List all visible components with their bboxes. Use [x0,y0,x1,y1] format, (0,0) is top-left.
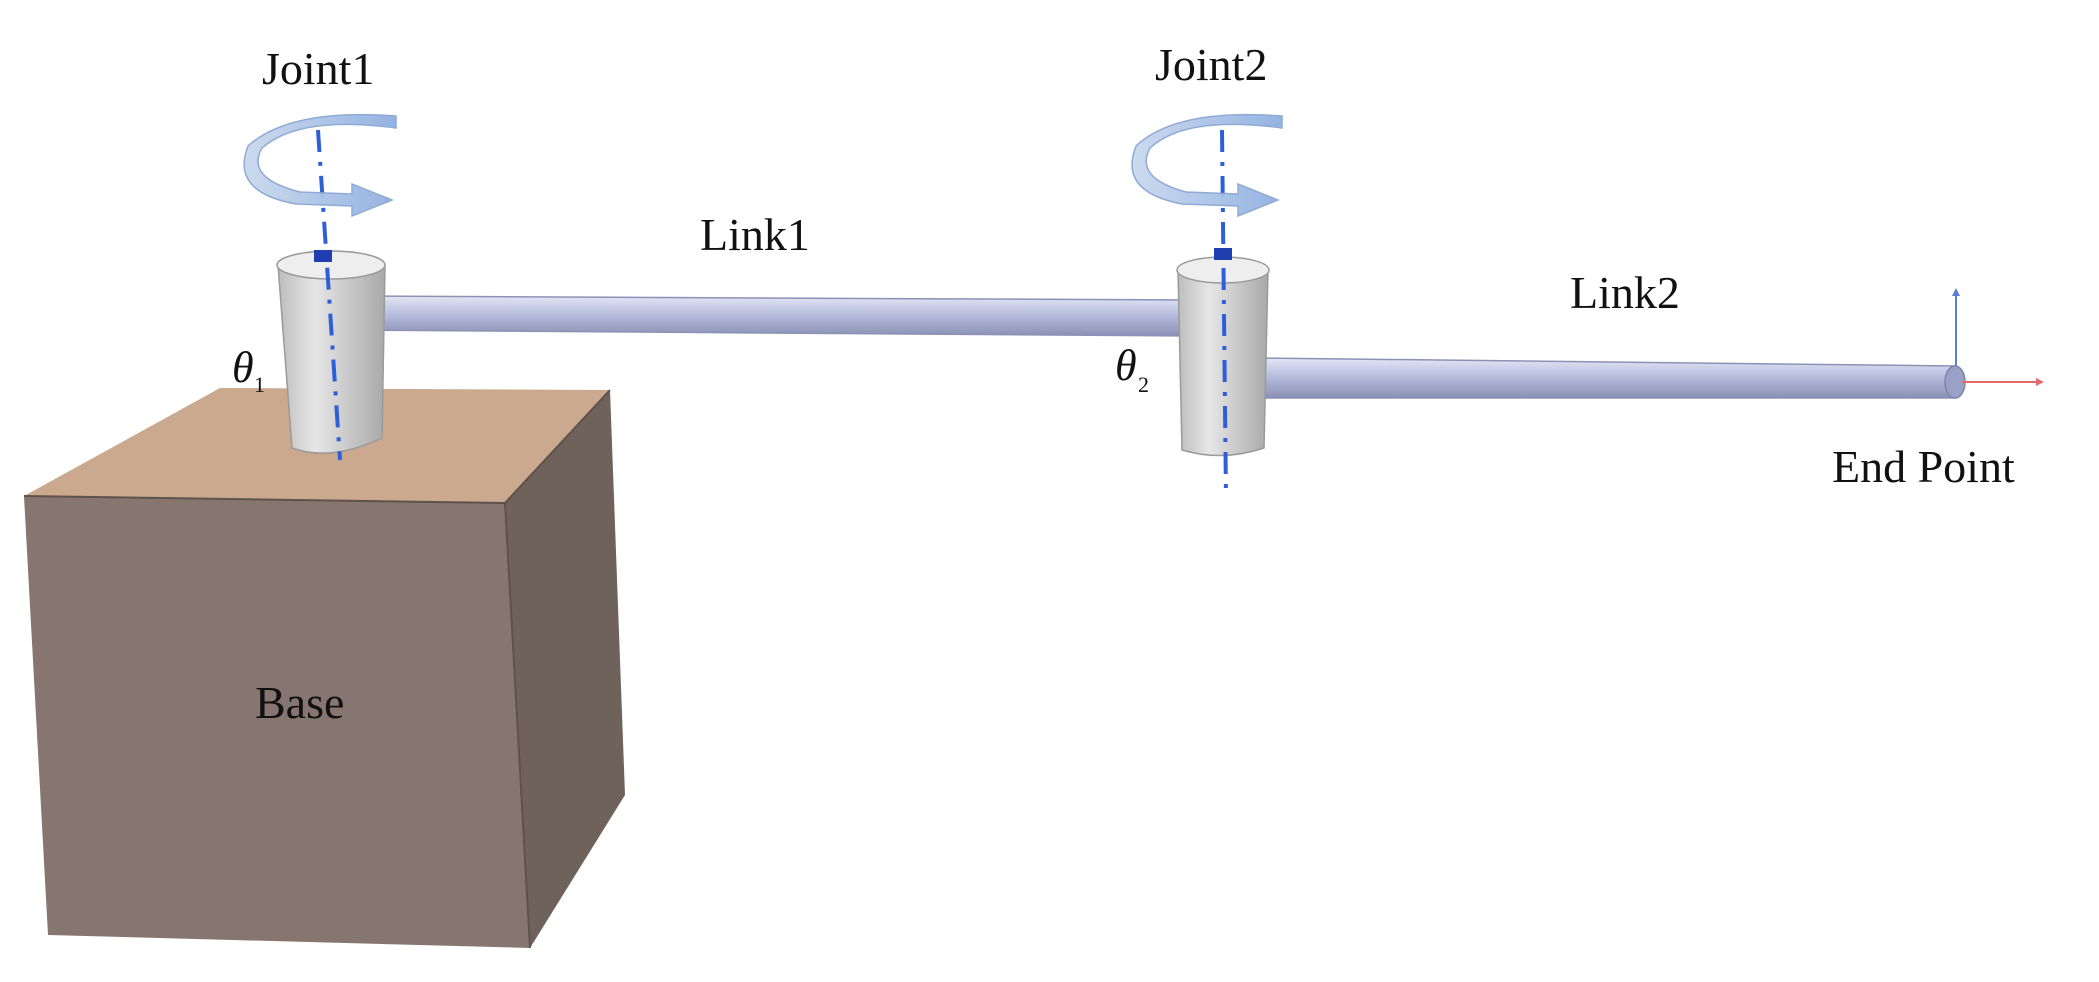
joint1-axis-marker [314,250,332,262]
theta1-symbol: θ [232,343,254,392]
theta2-symbol: θ [1115,341,1137,390]
joint1-axis-line [316,129,342,461]
joint1-cylinder [243,113,397,461]
joint2-label: Joint2 [1155,39,1267,90]
link1-label: Link1 [700,209,810,260]
theta1-label: θ 1 [232,343,265,397]
base-front-face [24,496,530,948]
link2-label: Link2 [1570,267,1680,318]
base-label: Base [255,677,344,728]
end-point-label: End Point [1832,441,2015,492]
base-block [23,388,625,949]
rotation-arrow-icon [243,113,397,218]
coordinate-frame-icon [1952,288,2044,386]
theta2-subscript: 2 [1138,372,1149,397]
joint2-cylinder [1131,113,1283,499]
joint1-label: Joint1 [262,43,374,94]
joint2-axis-marker [1214,248,1232,260]
joint2-axis-line [1220,129,1228,499]
link2-bar [1261,357,1966,399]
link1-bar [349,295,1197,337]
theta2-label: θ 2 [1115,341,1149,397]
rotation-arrow-icon [1131,113,1283,218]
theta1-subscript: 1 [254,372,265,397]
base-side-face [505,390,625,948]
